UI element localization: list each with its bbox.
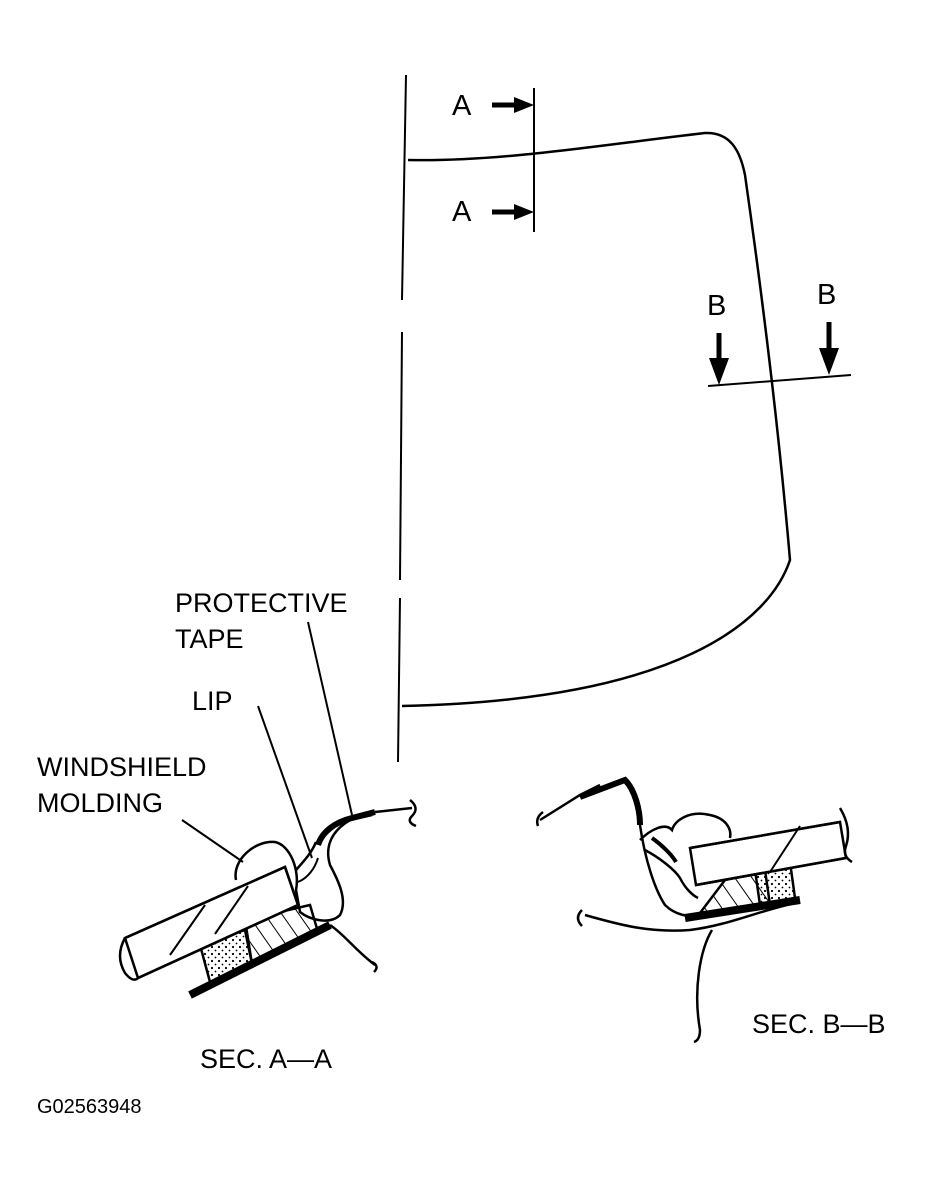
windshield-molding-label-line2: MOLDING — [37, 788, 164, 818]
protective-tape-label-line1: PROTECTIVE — [175, 588, 348, 618]
lip-label: LIP — [192, 686, 233, 716]
protective-tape-label-line2: TAPE — [175, 624, 244, 654]
section-a-detail — [118, 799, 417, 999]
section-a-cut — [492, 88, 535, 232]
section-b-title: SEC. B—B — [752, 1009, 886, 1039]
section-b-marker-left: B — [707, 290, 727, 322]
center-line — [397, 74, 407, 763]
section-b-marker-right: B — [817, 279, 837, 311]
section-b-cut — [707, 322, 852, 387]
section-a-marker-top: A — [452, 90, 472, 122]
windshield-outline — [401, 131, 792, 708]
section-a-marker-bottom: A — [452, 196, 472, 228]
windshield-molding-label-line1: WINDSHIELD — [37, 752, 207, 782]
callout-leaders — [181, 621, 353, 863]
section-b-detail — [535, 776, 853, 1044]
figure-code: G02563948 — [37, 1096, 142, 1118]
section-a-title: SEC. A—A — [200, 1044, 333, 1074]
